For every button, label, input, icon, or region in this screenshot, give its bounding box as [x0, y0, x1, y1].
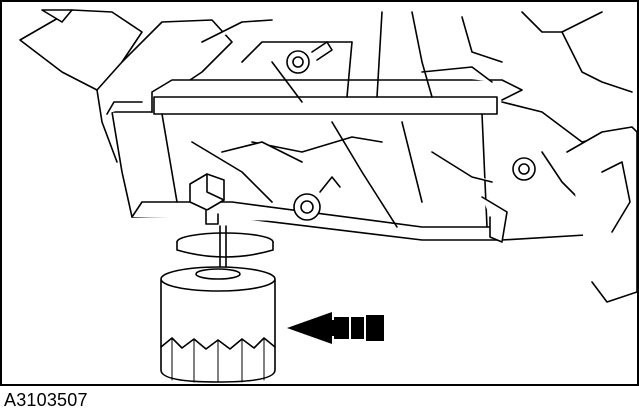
- filter-mount-adaptor: [176, 173, 274, 258]
- alignment-guide: [219, 225, 227, 271]
- figure-identifier: A3103507: [4, 390, 88, 410]
- bolt-bosses: [286, 41, 536, 221]
- right-side-housing: [481, 126, 637, 303]
- illustration-frame: [0, 0, 639, 386]
- oil-filter: [160, 266, 276, 383]
- upper-left-shroud: [19, 9, 233, 163]
- engine-oil-filter-illustration: [19, 9, 637, 383]
- install-direction-arrow: [287, 312, 384, 344]
